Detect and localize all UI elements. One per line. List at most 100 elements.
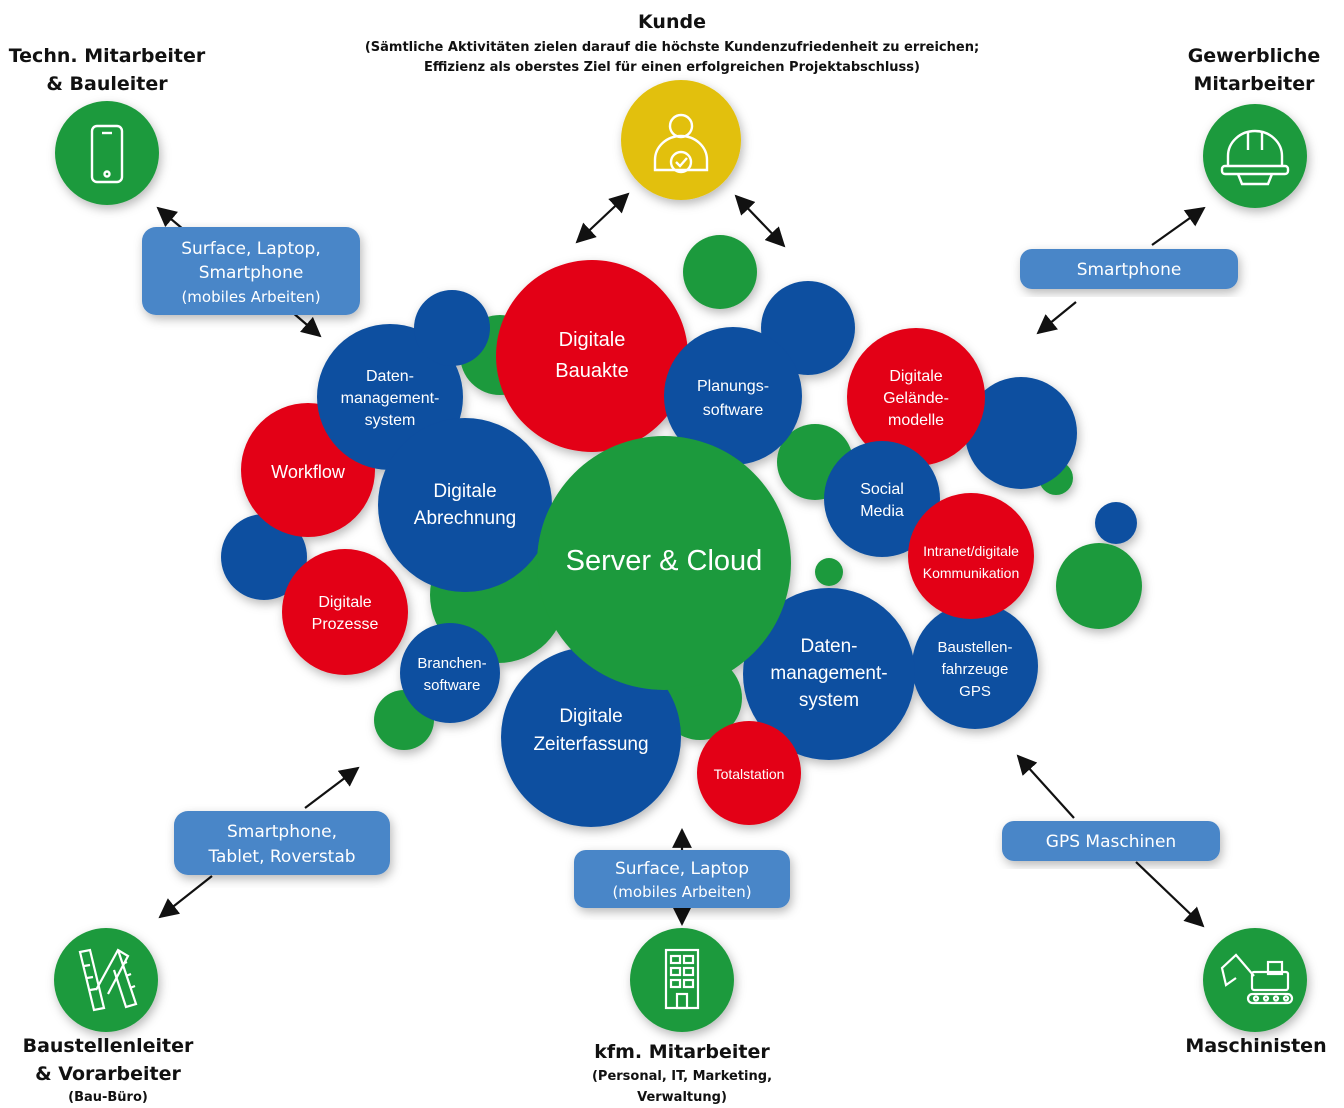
pill-surface-laptop: Surface, Laptop (mobiles Arbeiten) bbox=[574, 850, 790, 908]
bubble-label: system bbox=[365, 412, 416, 429]
arrow-baustellen-bottom bbox=[158, 875, 213, 919]
bubble-digitale-gelaendemodelle bbox=[847, 328, 985, 466]
bubble-label: Bauakte bbox=[555, 360, 628, 382]
svg-text:Media: Media bbox=[860, 503, 904, 520]
svg-text:Kunde: Kunde bbox=[638, 11, 706, 33]
bubble-label: Daten- bbox=[800, 636, 857, 657]
arrow-gewerb-top bbox=[1151, 206, 1206, 246]
ruler-icon bbox=[78, 948, 138, 1012]
bubble-label: GPS bbox=[959, 683, 991, 700]
pill-label: Smartphone bbox=[199, 263, 304, 283]
role-label: Mitarbeiter bbox=[1193, 73, 1315, 95]
bubble-planungssoftware bbox=[664, 327, 802, 465]
svg-text:Prozesse: Prozesse bbox=[312, 616, 379, 633]
gewerb-node bbox=[1203, 104, 1307, 208]
pill-label: GPS Maschinen bbox=[1046, 832, 1176, 852]
role-sublabel: (Bau-Büro) bbox=[68, 1090, 148, 1105]
svg-text:system: system bbox=[799, 690, 859, 711]
role-label: Gewerbliche bbox=[1188, 45, 1321, 67]
techn-node bbox=[55, 101, 159, 205]
svg-text:Baustellenleiter: Baustellenleiter bbox=[23, 1035, 194, 1057]
svg-text:software: software bbox=[703, 402, 764, 419]
svg-text:Digitale: Digitale bbox=[433, 481, 496, 502]
bubble-label: software bbox=[424, 677, 481, 694]
bubble-digitale-abrechnung bbox=[378, 418, 552, 592]
bubble-label: fahrzeuge bbox=[942, 661, 1009, 678]
maschinisten-node bbox=[1203, 928, 1307, 1032]
bubble-label: Intranet/digitale bbox=[923, 543, 1019, 559]
svg-text:Mitarbeiter: Mitarbeiter bbox=[1193, 73, 1315, 95]
bubble-label: Daten- bbox=[366, 368, 414, 385]
svg-text:Totalstation: Totalstation bbox=[714, 766, 785, 782]
customer-icon bbox=[653, 113, 709, 174]
svg-text:Branchen-: Branchen- bbox=[417, 655, 486, 672]
bubble-label: Zeiterfassung bbox=[533, 734, 648, 755]
pill-smartphone-tablet-roverstab: Smartphone, Tablet, Roverstab bbox=[174, 811, 390, 875]
bubble-cluster bbox=[221, 235, 1142, 827]
svg-text:Digitale: Digitale bbox=[559, 329, 626, 351]
bubble-label: management- bbox=[770, 663, 887, 684]
svg-text:& Vorarbeiter: & Vorarbeiter bbox=[35, 1063, 181, 1085]
deco-green-bubble bbox=[683, 235, 757, 309]
pill-smartphone: Smartphone bbox=[1020, 249, 1238, 289]
bubble-label: Workflow bbox=[271, 462, 346, 482]
bubble-label: Digitale bbox=[559, 329, 626, 351]
arrow-maschinisten-bottom bbox=[1135, 861, 1205, 928]
svg-text:Intranet/digitale: Intranet/digitale bbox=[923, 543, 1019, 559]
bubble-label: Totalstation bbox=[714, 766, 785, 782]
pill-label: Smartphone bbox=[1077, 260, 1182, 280]
deco-blue-bubble bbox=[1095, 502, 1137, 544]
svg-text:Effizienz als oberstes Ziel fü: Effizienz als oberstes Ziel für einen er… bbox=[424, 60, 920, 75]
svg-text:GPS Maschinen: GPS Maschinen bbox=[1046, 832, 1176, 852]
bubble-digitale-zeiterfassung bbox=[501, 647, 681, 827]
pill-surface-laptop-smartphone: Surface, Laptop, Smartphone (mobiles Arb… bbox=[142, 227, 360, 315]
svg-text:fahrzeuge: fahrzeuge bbox=[942, 661, 1009, 678]
arrow-maschinisten-top bbox=[1016, 754, 1075, 819]
bubble-label: Planungs- bbox=[697, 378, 769, 395]
svg-text:management-: management- bbox=[770, 663, 887, 684]
kunde-title: Kunde bbox=[638, 11, 706, 33]
arrow-kunde-left bbox=[575, 192, 630, 244]
bubble-label: Gelände- bbox=[883, 390, 949, 407]
role-label: Techn. Mitarbeiter bbox=[9, 45, 206, 67]
gewerb-heading: Gewerbliche Mitarbeiter bbox=[1188, 45, 1321, 95]
svg-text:Smartphone,: Smartphone, bbox=[227, 822, 337, 842]
bubble-label: Digitale bbox=[889, 368, 942, 385]
bubble-label: Prozesse bbox=[312, 616, 379, 633]
svg-text:Social: Social bbox=[860, 481, 904, 498]
svg-text:Bauakte: Bauakte bbox=[555, 360, 628, 382]
svg-text:& Bauleiter: & Bauleiter bbox=[46, 73, 168, 95]
bubble-label: Kommunikation bbox=[923, 565, 1020, 581]
kunde-subtitle: (Sämtliche Aktivitäten zielen darauf die… bbox=[365, 40, 979, 55]
svg-text:Baustellen-: Baustellen- bbox=[937, 639, 1012, 656]
svg-text:Smartphone: Smartphone bbox=[1077, 260, 1182, 280]
bubble-datenmanagement-bottom bbox=[743, 588, 915, 760]
role-label: Maschinisten bbox=[1185, 1035, 1326, 1057]
svg-text:Digitale: Digitale bbox=[318, 594, 371, 611]
hardhat-icon bbox=[1220, 129, 1290, 186]
svg-text:Smartphone: Smartphone bbox=[199, 263, 304, 283]
bubble-label: system bbox=[799, 690, 859, 711]
bubble-label: Digitale bbox=[559, 706, 622, 727]
svg-text:Gelände-: Gelände- bbox=[883, 390, 949, 407]
arrow-gewerb-bottom bbox=[1036, 301, 1077, 335]
excavator-icon bbox=[1220, 953, 1294, 1005]
bubble-label: Digitale bbox=[433, 481, 496, 502]
svg-text:management-: management- bbox=[341, 390, 440, 407]
bubble-branchensoftware bbox=[400, 623, 500, 723]
smartphone-icon bbox=[90, 124, 124, 184]
kunde-heading: Kunde (Sämtliche Aktivitäten zielen dara… bbox=[365, 11, 979, 75]
bubble-baustellenfahrzeuge bbox=[912, 603, 1038, 729]
svg-text:system: system bbox=[365, 412, 416, 429]
role-label: kfm. Mitarbeiter bbox=[594, 1041, 770, 1063]
svg-text:Planungs-: Planungs- bbox=[697, 378, 769, 395]
svg-text:(mobiles Arbeiten): (mobiles Arbeiten) bbox=[181, 288, 320, 306]
svg-text:(Sämtliche Aktivitäten zielen: (Sämtliche Aktivitäten zielen darauf die… bbox=[365, 40, 979, 55]
bubble-label: Abrechnung bbox=[414, 508, 516, 529]
bubble-label: software bbox=[703, 402, 764, 419]
bubble-label: Baustellen- bbox=[937, 639, 1012, 656]
svg-text:Maschinisten: Maschinisten bbox=[1185, 1035, 1326, 1057]
bubble-social-media bbox=[824, 441, 940, 557]
role-sublabel: (Personal, IT, Marketing, bbox=[592, 1069, 772, 1084]
bubble-digitale-prozesse bbox=[282, 549, 408, 675]
